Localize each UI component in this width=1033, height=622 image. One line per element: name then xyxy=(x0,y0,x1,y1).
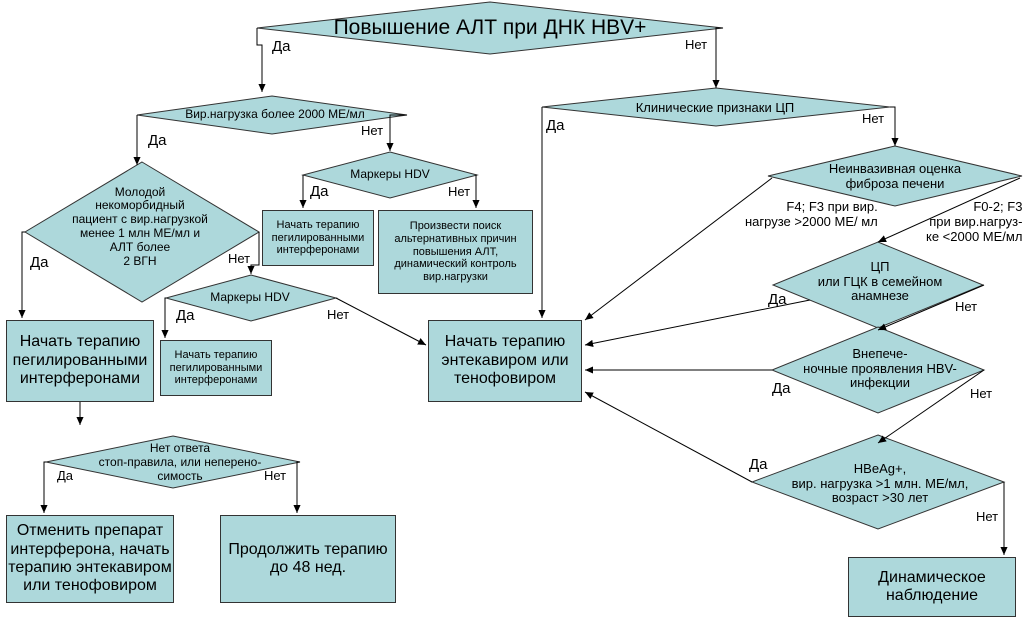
label-f02-branch: F0-2; F3 при вир.нагруз- ке <2000 МЕ/мл xyxy=(926,199,1023,244)
edge-young-no xyxy=(247,232,260,274)
box-continue-therapy: Продолжить терапию до 48 нед. xyxy=(220,515,396,603)
edge-hdv-upper-no xyxy=(472,174,480,208)
diamond-hdv-upper xyxy=(301,151,479,199)
edge-viral-no xyxy=(386,114,407,151)
decision-cirrhosis-signs: Клинические признаки ЦП xyxy=(635,99,795,115)
edge-root-yes xyxy=(256,28,266,92)
edge-hdv-lower-yes xyxy=(161,297,169,338)
edge-hdv-lower-to-ent xyxy=(335,297,427,346)
decision-cirrhosis-hcc: ЦП или ГЦК в семейном анамнезе xyxy=(817,258,943,304)
label-no-hdv-lower: Нет xyxy=(327,307,350,322)
box-search-alt: Произвести поиск альтернативных причин п… xyxy=(378,210,533,294)
diamond-hbeag xyxy=(750,434,1006,530)
decision-fibrosis: Неинвазивная оценка фиброза печени xyxy=(828,161,962,191)
label-yes-extrahepatic: Да xyxy=(772,380,791,397)
edge-noresp-no xyxy=(293,461,301,513)
decision-no-response: Нет ответа стоп-правила, или неперено- с… xyxy=(98,441,262,483)
label-no-viral: Нет xyxy=(361,123,384,138)
label-yes-hbeag: Да xyxy=(749,456,768,473)
box-observation: Динамическое наблюдение xyxy=(848,557,1016,617)
edge-fib-f4 xyxy=(584,177,773,321)
label-no-hdv-upper: Нет xyxy=(448,184,471,199)
edge-fib-f02 xyxy=(877,177,1021,243)
box-peg-upper: Начать терапию пегилированными интерферо… xyxy=(262,210,374,266)
diamond-cirrhosis xyxy=(541,87,891,127)
label-yes-root: Да xyxy=(272,38,291,55)
label-yes-cirrhosis: Да xyxy=(546,117,565,134)
decision-viral-load: Вир.нагрузка более 2000 МЕ/мл xyxy=(185,107,365,122)
edge-cirr-no xyxy=(890,106,899,146)
label-yes-hdv-lower: Да xyxy=(176,307,195,324)
box-peg-lower: Начать терапию пегилированными интерферо… xyxy=(160,340,272,396)
diamond-extrahepatic xyxy=(770,326,986,414)
edge-root-no xyxy=(712,27,723,88)
diamond-fibrosis xyxy=(767,145,1023,207)
label-yes-no-response: Да xyxy=(57,468,74,483)
label-no-no-response: Нет xyxy=(264,468,287,483)
label-f4-branch: F4; F3 при вир. нагрузе >2000 МЕ/ мл xyxy=(745,199,878,229)
label-yes-hdv-upper: Да xyxy=(310,183,329,200)
diamond-root xyxy=(256,1,724,55)
label-no-cirrhosis: Нет xyxy=(862,111,885,126)
label-no-cirrhosis-hcc: Нет xyxy=(955,299,978,314)
label-yes-young: Да xyxy=(30,254,49,271)
edge-noresp-yes xyxy=(40,461,48,513)
diamond-young xyxy=(24,161,260,303)
label-no-extrahepatic: Нет xyxy=(970,386,993,401)
box-cancel-interferon: Отменить препарат интерферона, начать те… xyxy=(6,515,174,603)
decision-hdv-lower: Маркеры HDV xyxy=(210,290,290,305)
edge-extra-no xyxy=(877,369,985,444)
diamond-hdv-lower xyxy=(164,274,338,322)
label-no-hbeag: Нет xyxy=(976,509,999,524)
label-yes-viral: Да xyxy=(148,132,167,149)
label-no-root: Нет xyxy=(685,37,708,52)
edge-young-yes xyxy=(18,231,26,318)
label-no-young: Нет xyxy=(228,251,251,266)
diamond-no-response xyxy=(45,435,301,489)
edge-hbeag-yes xyxy=(584,391,753,483)
decision-young-patient: Молодой некоморбидный пациент с вир.нагр… xyxy=(72,184,208,268)
decision-hbeag: HBeAg+, вир. нагрузка >1 млн. МЕ/мл, воз… xyxy=(791,460,969,506)
decision-hdv-upper: Маркеры HDV xyxy=(350,167,430,182)
box-entecavir: Начать терапию энтекавиром или тенофовир… xyxy=(428,320,582,402)
label-yes-cirrhosis-hcc: Да xyxy=(768,291,787,308)
decision-extrahepatic: Внепече- ночные проявления HBV- инфекции xyxy=(803,345,957,391)
edge-hcc-no xyxy=(877,284,985,331)
box-peg-main: Начать терапию пегилированными интерферо… xyxy=(6,320,154,402)
decision-root: Повышение АЛТ при ДНК HBV+ xyxy=(333,15,647,39)
diamond-viral-load xyxy=(136,95,408,135)
edge-hcc-yes xyxy=(584,299,811,347)
